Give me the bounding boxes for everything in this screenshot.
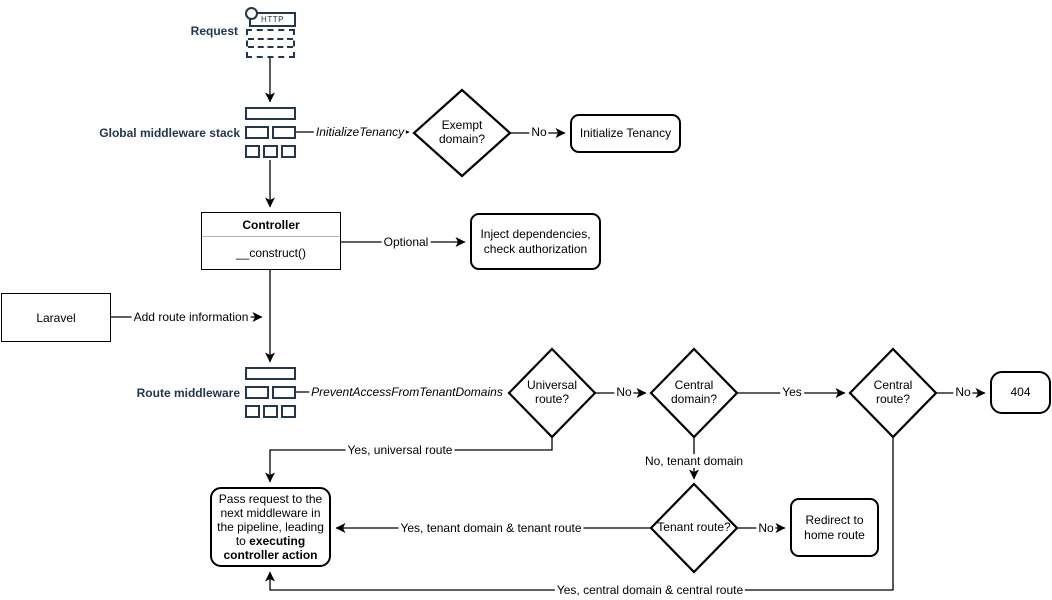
http-request-icon: HTTP <box>245 7 296 58</box>
pass-request-box: Pass request to the next middleware in t… <box>210 487 331 567</box>
pass-request-text: Pass request to the next middleware in t… <box>217 491 324 549</box>
edge-label-tenant-route-no: No <box>756 521 776 535</box>
not-found-box: 404 <box>990 371 1051 414</box>
controller-box: Controller __construct() <box>201 212 341 270</box>
central-route-diamond <box>848 347 938 439</box>
edge-label-add-route-information: Add route information <box>131 310 251 324</box>
global-middleware-stack-label: Global middleware stack <box>99 126 240 140</box>
edge-label-universal-no: No <box>614 385 634 399</box>
http-icon-circle <box>245 7 258 20</box>
global-middleware-stack-icon <box>245 107 296 158</box>
pass-request-bold-text: executing controller action <box>223 534 318 563</box>
edge-label-prevent-access: PreventAccessFromTenantDomains <box>309 385 505 399</box>
laravel-box: Laravel <box>1 293 111 342</box>
route-middleware-label: Route middleware <box>136 386 240 400</box>
edge-label-yes-universal-route: Yes, universal route <box>345 443 455 457</box>
exempt-domain-diamond <box>412 88 512 178</box>
edge-label-no-tenant-domain: No, tenant domain <box>642 454 746 468</box>
tenant-route-diamond <box>649 482 739 574</box>
edge-label-yes-tenant-route: Yes, tenant domain & tenant route <box>398 521 584 535</box>
controller-method: __construct() <box>235 246 307 260</box>
request-label: Request <box>190 24 238 38</box>
edge-label-yes-central-route: Yes, central domain & central route <box>554 583 746 597</box>
controller-title: Controller <box>202 213 340 237</box>
inject-dependencies-box: Inject dependencies, check authorization <box>470 213 601 270</box>
route-middleware-icon <box>245 367 296 418</box>
edge-label-central-domain-yes: Yes <box>780 385 804 399</box>
edge-label-exempt-no: No <box>529 125 549 139</box>
redirect-home-box: Redirect to home route <box>790 498 879 557</box>
central-domain-diamond <box>649 347 739 439</box>
http-icon-body <box>246 29 295 58</box>
initialize-tenancy-box: Initialize Tenancy <box>570 114 681 153</box>
universal-route-diamond <box>507 347 597 439</box>
edge-label-initialize-tenancy: InitializeTenancy <box>313 125 407 139</box>
edge-label-central-route-no: No <box>953 385 973 399</box>
edge-label-optional: Optional <box>381 235 431 249</box>
